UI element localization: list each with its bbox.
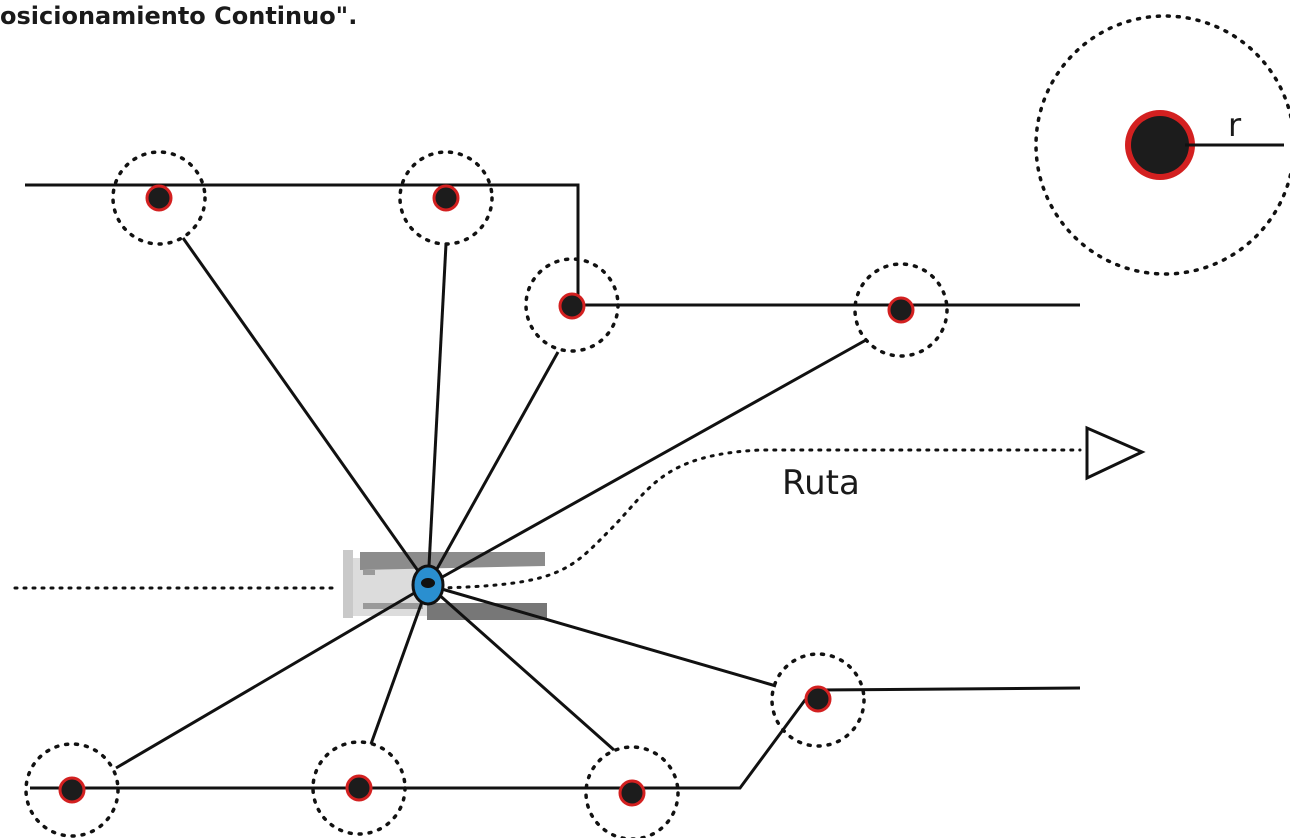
radial-line bbox=[427, 583, 777, 688]
radial-line bbox=[426, 243, 448, 586]
triangle-arrow-icon bbox=[1085, 425, 1146, 481]
radial-lines bbox=[115, 237, 867, 770]
dotted-circle-icon bbox=[24, 742, 120, 838]
dotted-circle-icon bbox=[1034, 14, 1290, 276]
radial-line bbox=[427, 338, 867, 587]
sensor-core bbox=[421, 578, 435, 588]
magnet-node bbox=[618, 779, 646, 807]
caption-text: osicionamiento Continuo". bbox=[0, 2, 358, 30]
sensor-icon bbox=[411, 564, 445, 606]
magnet-node bbox=[58, 776, 86, 804]
radius-label: r bbox=[1228, 106, 1242, 144]
radial-line bbox=[181, 237, 430, 586]
vehicle-bottom-fork bbox=[427, 603, 547, 620]
dotted-circle-icon bbox=[111, 150, 207, 246]
dotted-circle-icon bbox=[584, 745, 680, 838]
wire-bottom bbox=[30, 686, 1081, 790]
radial-line bbox=[115, 583, 429, 770]
magnet-node bbox=[887, 296, 915, 324]
legend-magnet-core bbox=[1131, 116, 1189, 174]
radial-line bbox=[426, 351, 560, 586]
dotted-circle-icon bbox=[853, 262, 949, 358]
detection-zones bbox=[24, 14, 1290, 838]
magnet-node bbox=[145, 184, 173, 212]
radial-line bbox=[369, 584, 430, 745]
magnet-node bbox=[804, 685, 832, 713]
vehicle-top-fork bbox=[360, 552, 545, 570]
route-label: Ruta bbox=[782, 463, 860, 503]
wire-lines bbox=[25, 183, 1081, 790]
dotted-circle-icon bbox=[770, 652, 866, 748]
magnet-node bbox=[558, 292, 586, 320]
dotted-circle-icon bbox=[311, 740, 407, 836]
dotted-circle-icon bbox=[398, 150, 494, 246]
dotted-circle-icon bbox=[524, 257, 620, 353]
route-path bbox=[13, 448, 1082, 590]
wire-top bbox=[25, 183, 580, 305]
vehicle-inner-bar-top bbox=[363, 570, 375, 575]
route-path-curve bbox=[438, 448, 1082, 590]
radial-line bbox=[427, 583, 615, 752]
vehicle-back-plate bbox=[343, 550, 353, 618]
radius-legend: r bbox=[1125, 106, 1284, 180]
magnet-node bbox=[345, 774, 373, 802]
magnet-nodes bbox=[58, 184, 915, 807]
magnet-node bbox=[432, 184, 460, 212]
